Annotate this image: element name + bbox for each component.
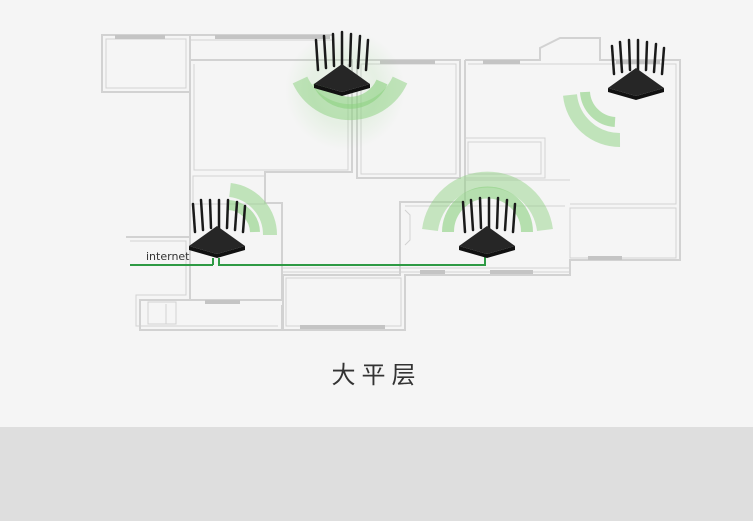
ethernet-cable: [130, 255, 486, 266]
router-icon: [314, 30, 370, 96]
router-icon: [459, 196, 517, 258]
router-icon: [608, 38, 666, 100]
diagram-caption: 大平层: [331, 361, 422, 389]
wifi-signal-icon: [227, 183, 278, 236]
wifi-signal-icon: [563, 91, 621, 148]
wifi-signal-icon: [422, 171, 553, 233]
router-icon: [189, 198, 247, 258]
internet-label: internet: [146, 250, 190, 263]
footer-band: [0, 427, 753, 521]
